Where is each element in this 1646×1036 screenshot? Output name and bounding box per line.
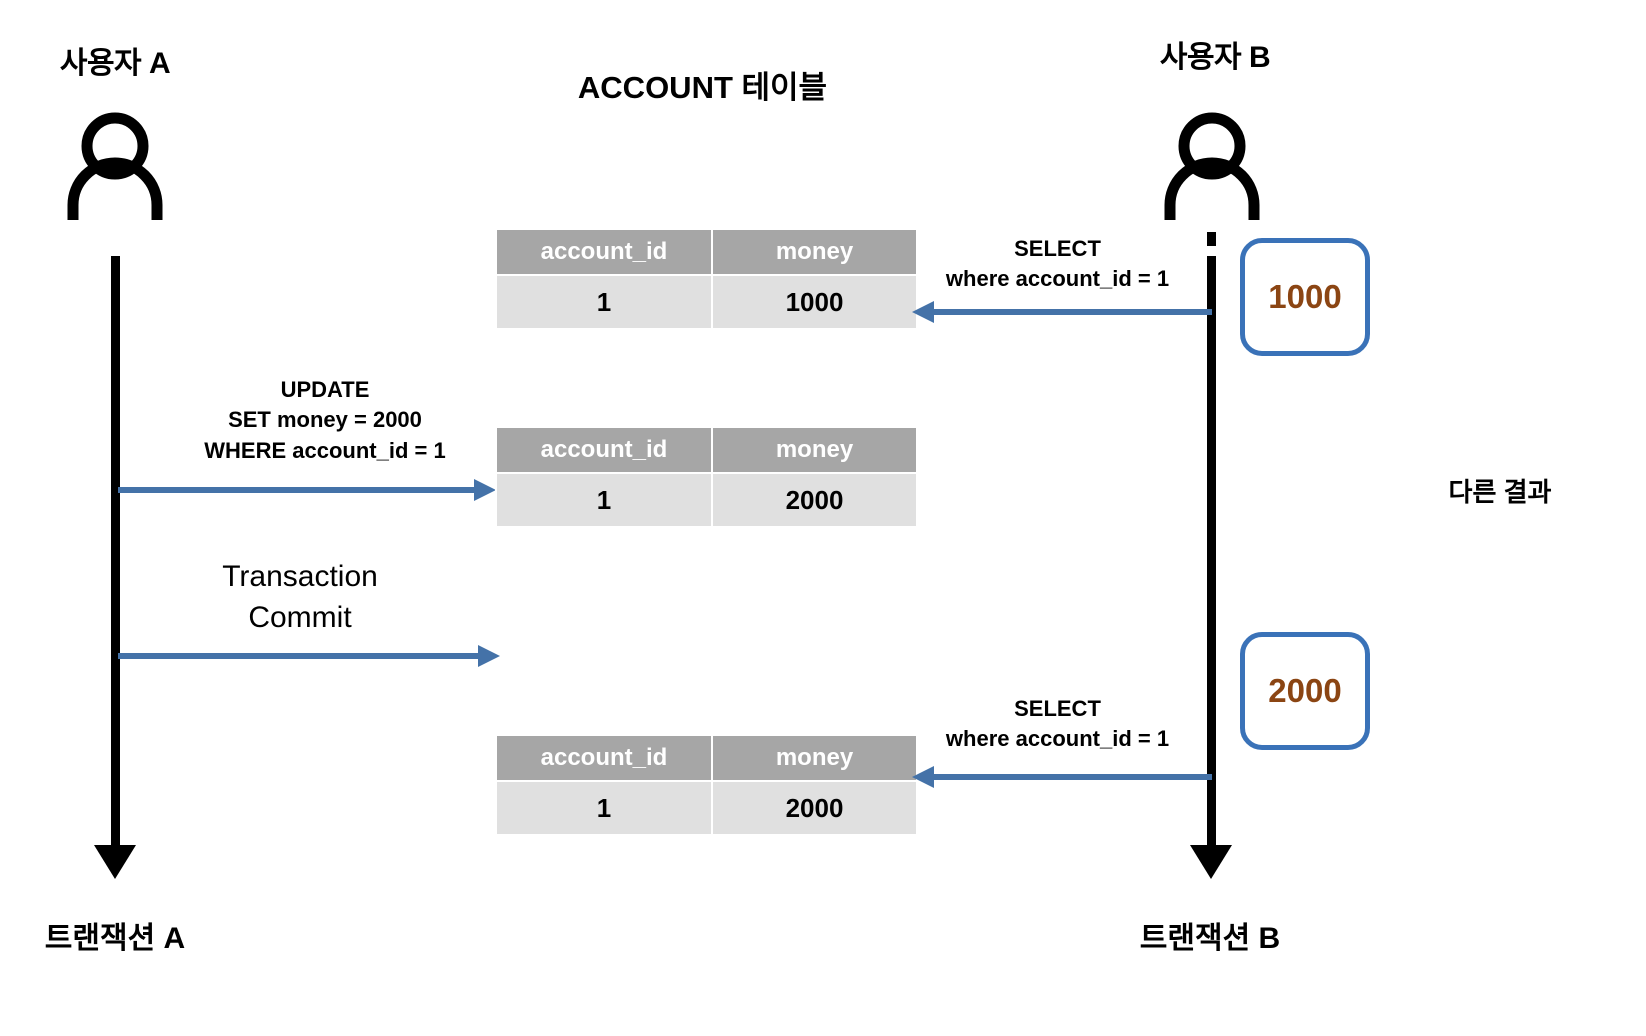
right-lifeline-tick [1207,232,1216,246]
right-lifeline-arrowhead [1190,845,1232,879]
arrow-shaft [932,774,1212,780]
column-header-account-id: account_id [495,426,713,474]
select-2-line1: SELECT [1014,696,1101,721]
page-title: ACCOUNT 테이블 [577,70,828,105]
update-1-line2: SET money = 2000 [228,407,422,433]
table-header-row: account_id money [495,426,918,474]
left-lifeline [111,256,120,856]
arrowhead-left-icon [912,766,934,788]
cell-money: 2000 [711,472,918,528]
result-box-1-value: 1000 [1268,278,1342,315]
table-header-row: account_id money [495,228,918,276]
update-1-arrow [118,479,496,501]
arrowhead-left-icon [912,301,934,323]
person-icon [1160,112,1264,226]
left-actor-title: 사용자 A [59,47,171,80]
result-box-2: 2000 [1240,632,1370,750]
column-header-money: money [711,734,918,782]
select-1-arrow [912,301,1212,323]
commit-1-arrow [118,645,500,667]
column-header-money: money [711,228,918,276]
select-1-label: SELECT where account_id = 1 [905,234,1210,295]
table-row: 1 1000 [495,274,918,330]
table-row: 1 2000 [495,472,918,528]
person-icon [63,112,167,226]
different-result-note: 다른 결과 [1448,477,1552,507]
cell-money: 1000 [711,274,918,330]
commit-1-line2: Commit [248,601,352,635]
commit-1-label: Transaction Commit [130,556,470,639]
arrow-shaft [932,309,1212,315]
table-header-row: account_id money [495,734,918,782]
column-header-money: money [711,426,918,474]
cell-account-id: 1 [495,274,713,330]
right-lifeline [1207,256,1216,856]
cell-account-id: 1 [495,780,713,836]
left-actor-bottom-label: 트랜잭션 A [44,922,186,955]
cell-account-id: 1 [495,472,713,528]
arrow-shaft [118,487,476,493]
right-actor-title: 사용자 B [1159,41,1271,74]
arrow-shaft [118,653,480,659]
arrowhead-right-icon [474,479,496,501]
right-actor-bottom-label: 트랜잭션 B [1139,922,1281,955]
select-2-label: SELECT where account_id = 1 [905,694,1210,755]
left-lifeline-arrowhead [94,845,136,879]
result-box-1: 1000 [1240,238,1370,356]
update-1-label: UPDATE SET money = 2000 WHERE account_id… [155,375,495,466]
arrowhead-right-icon [478,645,500,667]
column-header-account-id: account_id [495,228,713,276]
commit-1-line1: Transaction [222,560,378,593]
update-1-line1: UPDATE [280,377,370,402]
select-2-line2: where account_id = 1 [945,726,1170,752]
account-table-1: account_id money 1 1000 [495,228,918,330]
column-header-account-id: account_id [495,734,713,782]
result-box-2-value: 2000 [1268,672,1342,709]
account-table-3: account_id money 1 2000 [495,734,918,836]
select-1-line1: SELECT [1014,236,1101,261]
account-table-2: account_id money 1 2000 [495,426,918,528]
table-row: 1 2000 [495,780,918,836]
cell-money: 2000 [711,780,918,836]
select-1-line2: where account_id = 1 [945,266,1170,292]
update-1-line3: WHERE account_id = 1 [204,437,446,463]
select-2-arrow [912,766,1212,788]
